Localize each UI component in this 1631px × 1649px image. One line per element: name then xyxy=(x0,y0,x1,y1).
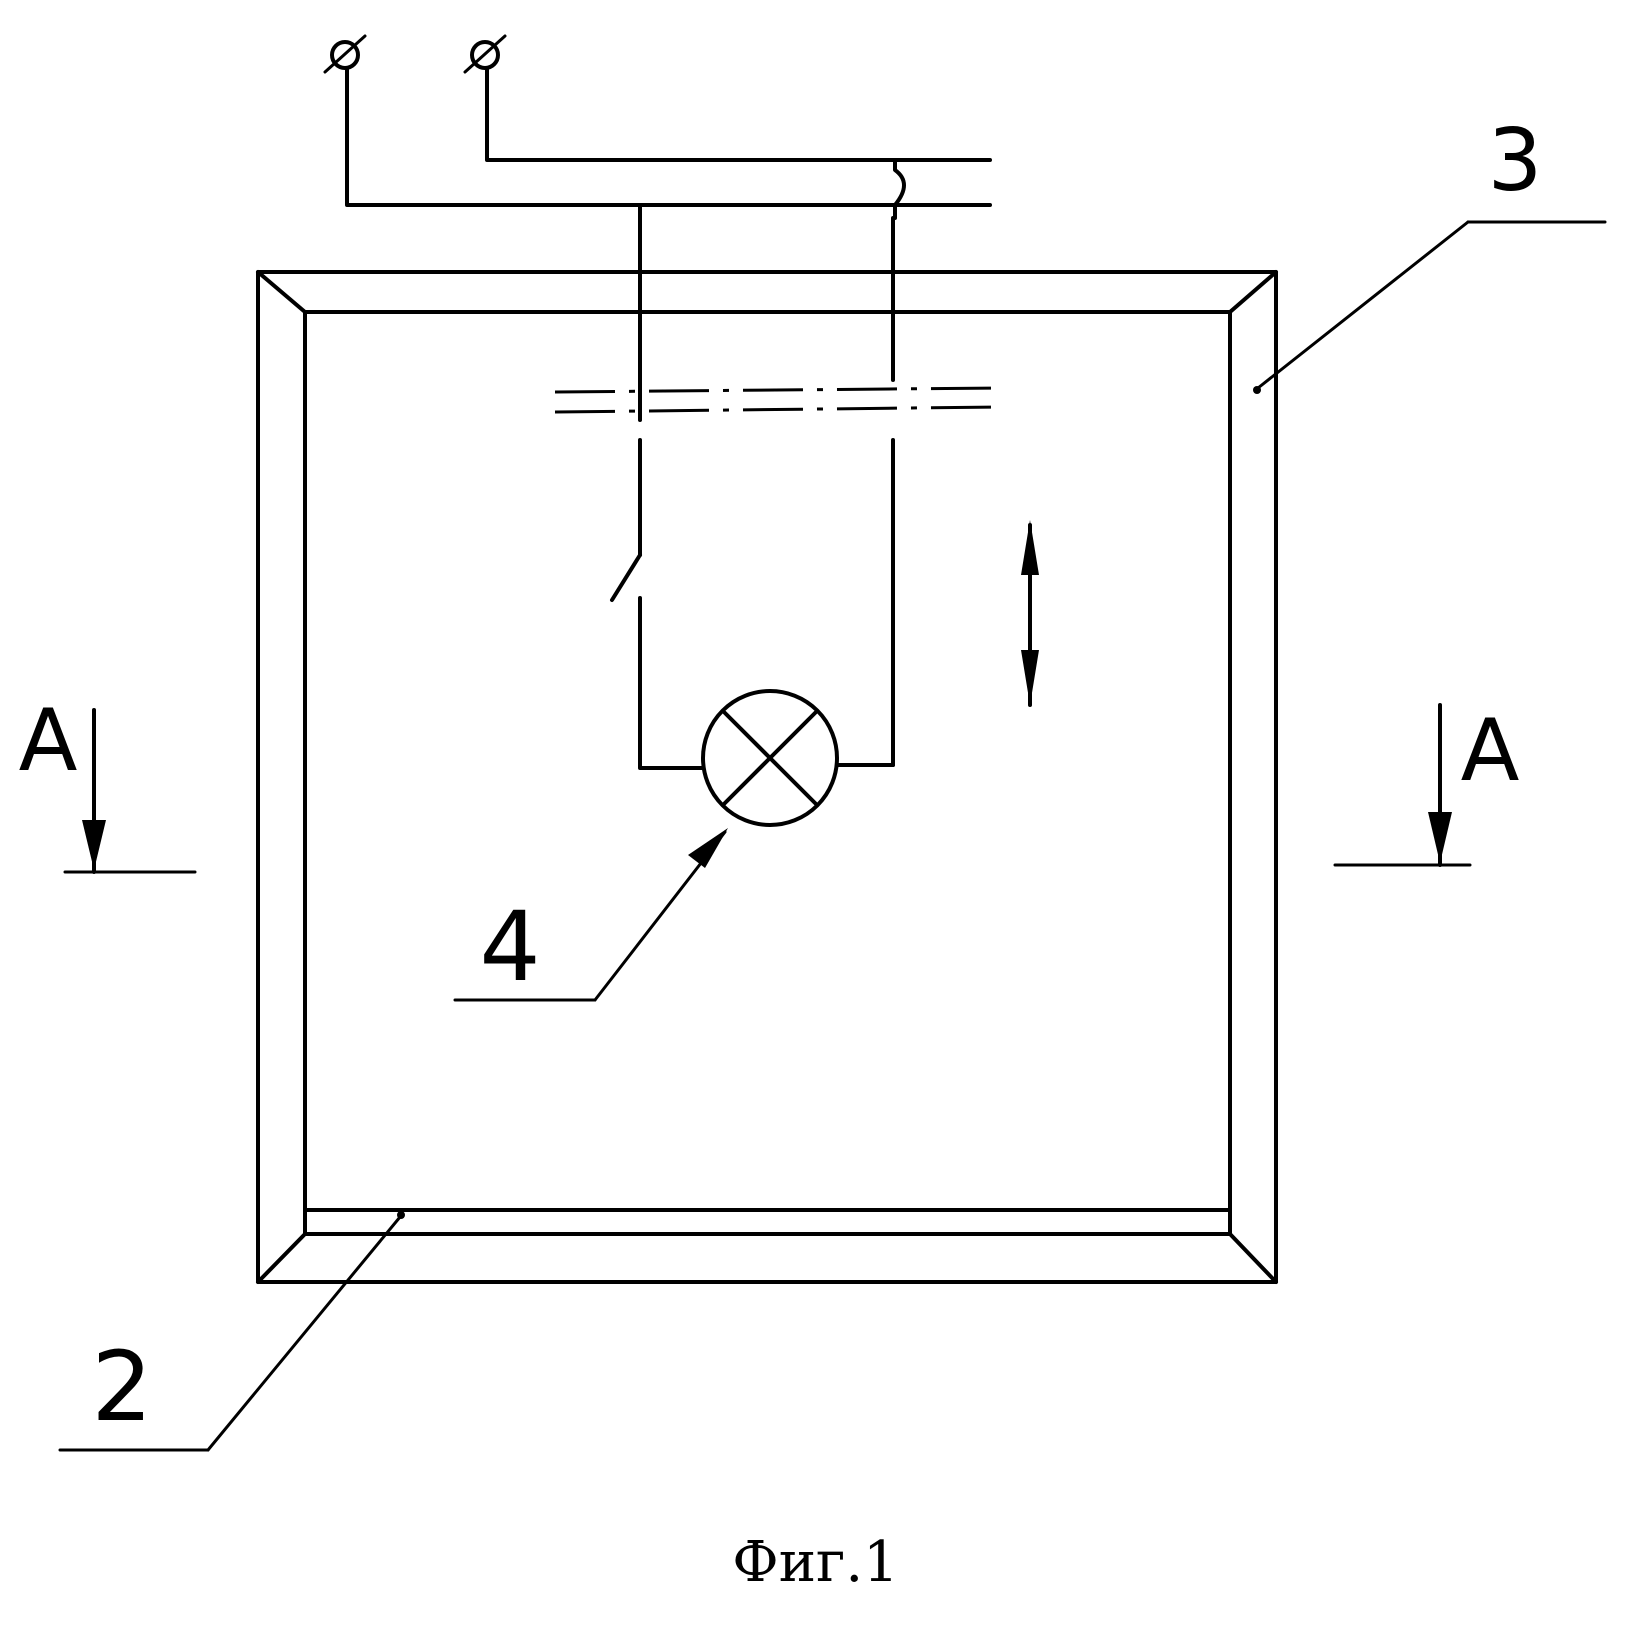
movement-arrow-icon xyxy=(1021,520,1039,705)
section-marker-right xyxy=(1335,705,1470,865)
lamp-icon xyxy=(703,691,837,825)
frame-outer xyxy=(258,272,1276,1282)
terminal-left xyxy=(325,36,365,72)
leader-3 xyxy=(1253,222,1605,394)
lamp-circuit xyxy=(612,205,893,768)
section-marker-left xyxy=(65,710,195,872)
section-label-right: A xyxy=(1461,701,1520,801)
break-lines xyxy=(555,388,1000,412)
ref-label-3: 3 xyxy=(1488,111,1543,211)
supply-wiring xyxy=(347,68,990,218)
figure-caption: Фиг.1 xyxy=(0,1530,1631,1595)
ref-label-2: 2 xyxy=(91,1331,152,1443)
terminal-right xyxy=(465,36,505,72)
section-label-left: A xyxy=(19,691,78,791)
ref-label-4: 4 xyxy=(479,891,540,1003)
